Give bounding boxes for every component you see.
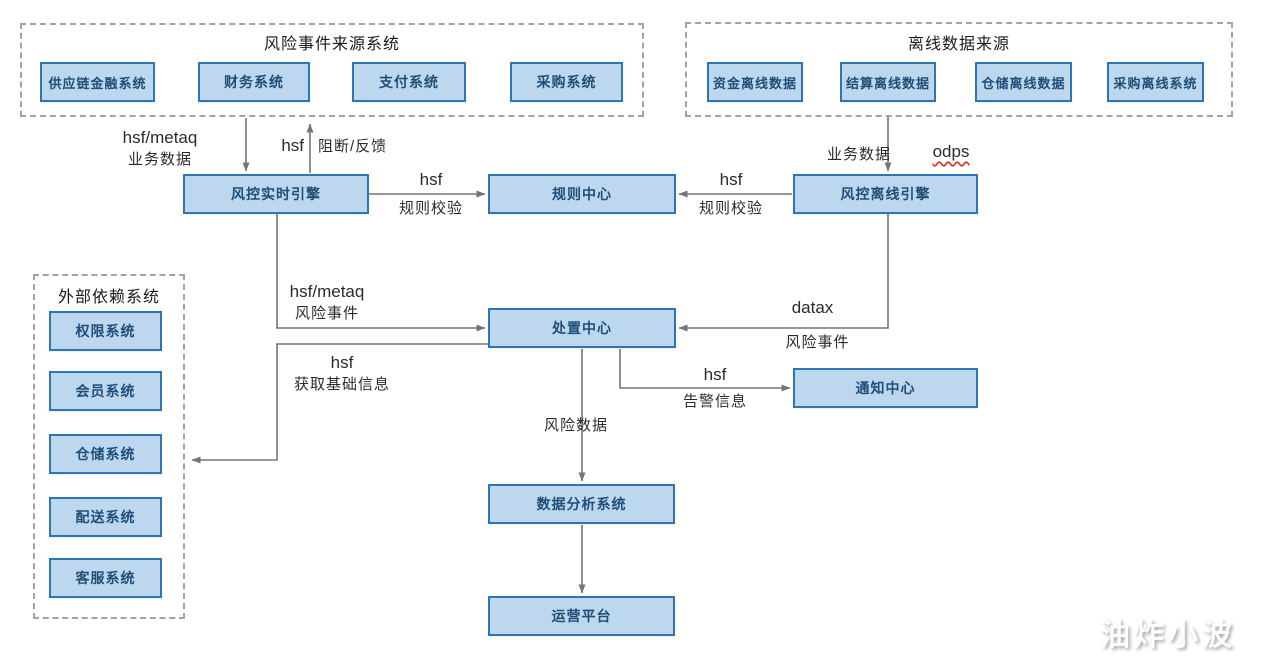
label-risk-event-realtime-proto: hsf/metaq xyxy=(289,282,365,301)
node-procurement-offline-system: 采购离线系统 xyxy=(1107,62,1204,102)
node-supply-chain-finance-system: 供应链金融系统 xyxy=(40,62,155,102)
node-rule-center: 规则中心 xyxy=(488,174,676,214)
label-basic-info-proto: hsf xyxy=(330,353,354,372)
label-offline-rule-check: 规则校验 xyxy=(698,200,763,217)
node-permission-system: 权限系统 xyxy=(49,311,162,351)
node-warehouse-offline-data: 仓储离线数据 xyxy=(975,62,1072,102)
node-finance-system: 财务系统 xyxy=(198,62,310,102)
group-offline-data-sources-title: 离线数据来源 xyxy=(907,36,1010,53)
label-block-feedback: 阻断/反馈 xyxy=(318,138,388,155)
group-external-dependency-systems-title: 外部依赖系统 xyxy=(57,289,160,306)
group-risk-event-sources-title: 风险事件来源系统 xyxy=(263,36,400,53)
label-realtime-inbound: hsf/metaq 业务数据 xyxy=(95,127,225,170)
label-alert-proto: hsf xyxy=(703,365,727,384)
label-realtime-inbound-proto: hsf/metaq xyxy=(122,128,198,147)
node-procurement-system: 采购系统 xyxy=(510,62,623,102)
label-block-feedback-proto: hsf xyxy=(281,136,304,155)
label-risk-data: 风险数据 xyxy=(543,417,608,434)
label-risk-event-realtime: hsf/metaq 风险事件 xyxy=(267,281,387,324)
label-datax-risk-event: 风险事件 xyxy=(785,334,850,351)
label-basic-info: hsf 获取基础信息 xyxy=(283,352,401,395)
node-member-system: 会员系统 xyxy=(49,371,162,411)
group-risk-event-sources xyxy=(20,23,644,117)
label-realtime-rule-check: 规则校验 xyxy=(398,200,463,217)
group-external-dependency-systems xyxy=(33,274,185,619)
node-notify-center: 通知中心 xyxy=(793,368,978,408)
node-settlement-offline-data: 结算离线数据 xyxy=(840,62,936,102)
node-disposal-center: 处置中心 xyxy=(488,308,676,348)
node-customer-service-system: 客服系统 xyxy=(49,558,162,598)
label-offline-inbound-proto-odps: odps xyxy=(932,142,970,161)
label-realtime-rule-proto: hsf xyxy=(419,170,443,189)
node-payment-system: 支付系统 xyxy=(352,62,466,102)
label-alert-text: 告警信息 xyxy=(682,393,747,410)
label-basic-info-text: 获取基础信息 xyxy=(293,375,390,393)
node-warehouse-system: 仓储系统 xyxy=(49,434,162,474)
label-realtime-inbound-data: 业务数据 xyxy=(127,150,192,168)
node-funds-offline-data: 资金离线数据 xyxy=(707,62,803,102)
watermark: 油炸小波 xyxy=(1100,619,1236,652)
node-data-analysis-system: 数据分析系统 xyxy=(488,484,675,524)
node-ops-platform: 运营平台 xyxy=(488,596,675,636)
label-offline-inbound-data: 业务数据 xyxy=(826,146,891,163)
node-offline-risk-engine: 风控离线引擎 xyxy=(793,174,978,214)
label-offline-rule-proto: hsf xyxy=(719,170,743,189)
label-datax-proto: datax xyxy=(791,298,834,317)
node-realtime-risk-engine: 风控实时引擎 xyxy=(183,174,369,214)
label-risk-event-realtime-text: 风险事件 xyxy=(294,304,359,322)
group-offline-data-sources xyxy=(685,22,1233,117)
node-delivery-system: 配送系统 xyxy=(49,497,162,537)
